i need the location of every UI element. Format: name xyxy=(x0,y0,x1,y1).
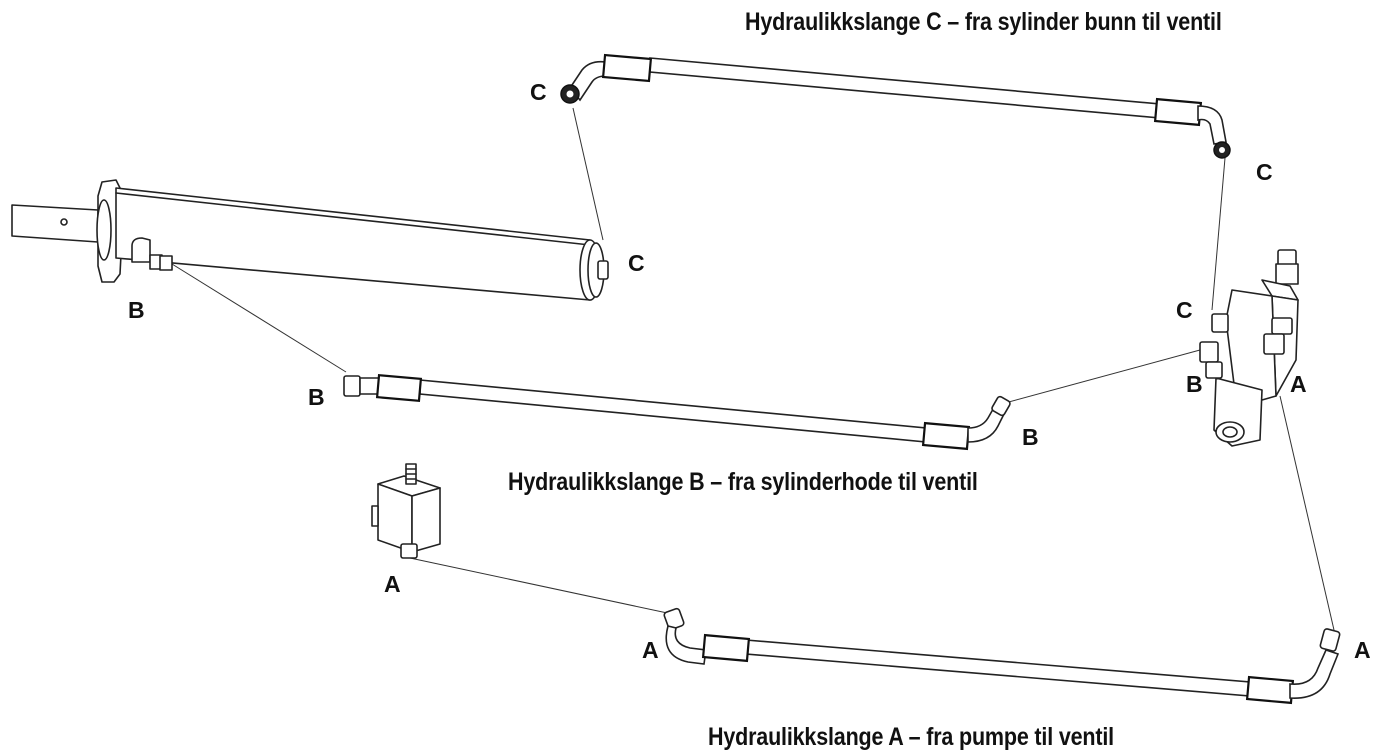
caption-hose-c: Hydraulikkslange C – fra sylinder bunn t… xyxy=(745,8,1222,36)
hose-a-body xyxy=(745,639,1251,697)
hose-c-ferrule-right xyxy=(1153,97,1203,127)
head-port-elbow xyxy=(131,237,151,263)
port-labels: C C C C B B B B A A A A xyxy=(128,79,1371,663)
piston-rod xyxy=(11,204,99,243)
base-port-fitting xyxy=(597,260,609,280)
hose-a xyxy=(663,607,1341,705)
pump-block-front xyxy=(377,483,413,553)
hose-a-left-nut xyxy=(663,607,685,631)
leader-c-valve xyxy=(1211,157,1226,311)
cylinder-barrel xyxy=(115,187,591,301)
label-c-hose-left: C xyxy=(530,79,547,105)
label-c-hose-right: C xyxy=(1256,159,1273,185)
label-a-pump: A xyxy=(384,571,401,597)
hose-b-right-nut xyxy=(991,395,1011,417)
label-a-valve: A xyxy=(1290,371,1307,397)
hose-c-right-nut xyxy=(1213,141,1231,159)
valve-port-b2 xyxy=(1205,361,1223,379)
head-port-nut xyxy=(159,255,173,271)
valve-port-b xyxy=(1199,341,1219,363)
hose-c-right-bend xyxy=(1197,105,1227,145)
pump-block xyxy=(371,463,441,559)
rod-pin-hole xyxy=(60,218,68,226)
leader-a-pump xyxy=(409,557,673,615)
valve-port-a xyxy=(1271,317,1293,335)
hose-c xyxy=(560,53,1231,159)
hose-a-left-bend xyxy=(665,625,707,665)
hose-a-right-nut xyxy=(1319,628,1341,652)
hose-a-right-bend xyxy=(1289,649,1340,699)
leader-a-valve xyxy=(1279,395,1335,631)
valve-port-c xyxy=(1211,313,1229,333)
hose-b-ferrule-right xyxy=(921,421,971,451)
hose-b xyxy=(343,374,1011,451)
head-collar xyxy=(96,199,112,261)
label-a-hose-right: A xyxy=(1354,637,1371,663)
label-b-hose-left: B xyxy=(308,384,325,410)
hydraulic-cylinder xyxy=(11,179,609,301)
caption-hose-a: Hydraulikkslange A – fra pumpe til venti… xyxy=(708,723,1114,751)
hose-b-left-nut xyxy=(343,375,361,397)
pump-outlet-fitting xyxy=(400,543,418,559)
hose-c-left-nut xyxy=(560,84,580,104)
leader-c-cylinder xyxy=(572,107,604,241)
hose-c-ferrule-left xyxy=(601,53,653,83)
leader-lines xyxy=(171,107,1335,631)
control-valve xyxy=(1199,249,1299,447)
hose-b-ferrule-left xyxy=(375,374,423,402)
hose-a-ferrule-left xyxy=(701,633,751,663)
label-b-valve: B xyxy=(1186,371,1203,397)
hose-c-body xyxy=(649,57,1161,119)
hose-a-ferrule-right xyxy=(1245,675,1295,705)
label-c-valve: C xyxy=(1176,297,1193,323)
leader-b-cylinder xyxy=(171,263,347,373)
caption-hose-b: Hydraulikkslange B – fra sylinderhode ti… xyxy=(508,468,978,496)
pump-block-side xyxy=(411,487,441,553)
leader-b-valve xyxy=(1004,349,1201,404)
label-c-cylinder: C xyxy=(628,250,645,276)
label-b-cylinder: B xyxy=(128,297,145,323)
hose-b-body xyxy=(419,379,927,443)
label-b-hose-right: B xyxy=(1022,424,1039,450)
label-a-hose-left: A xyxy=(642,637,659,663)
